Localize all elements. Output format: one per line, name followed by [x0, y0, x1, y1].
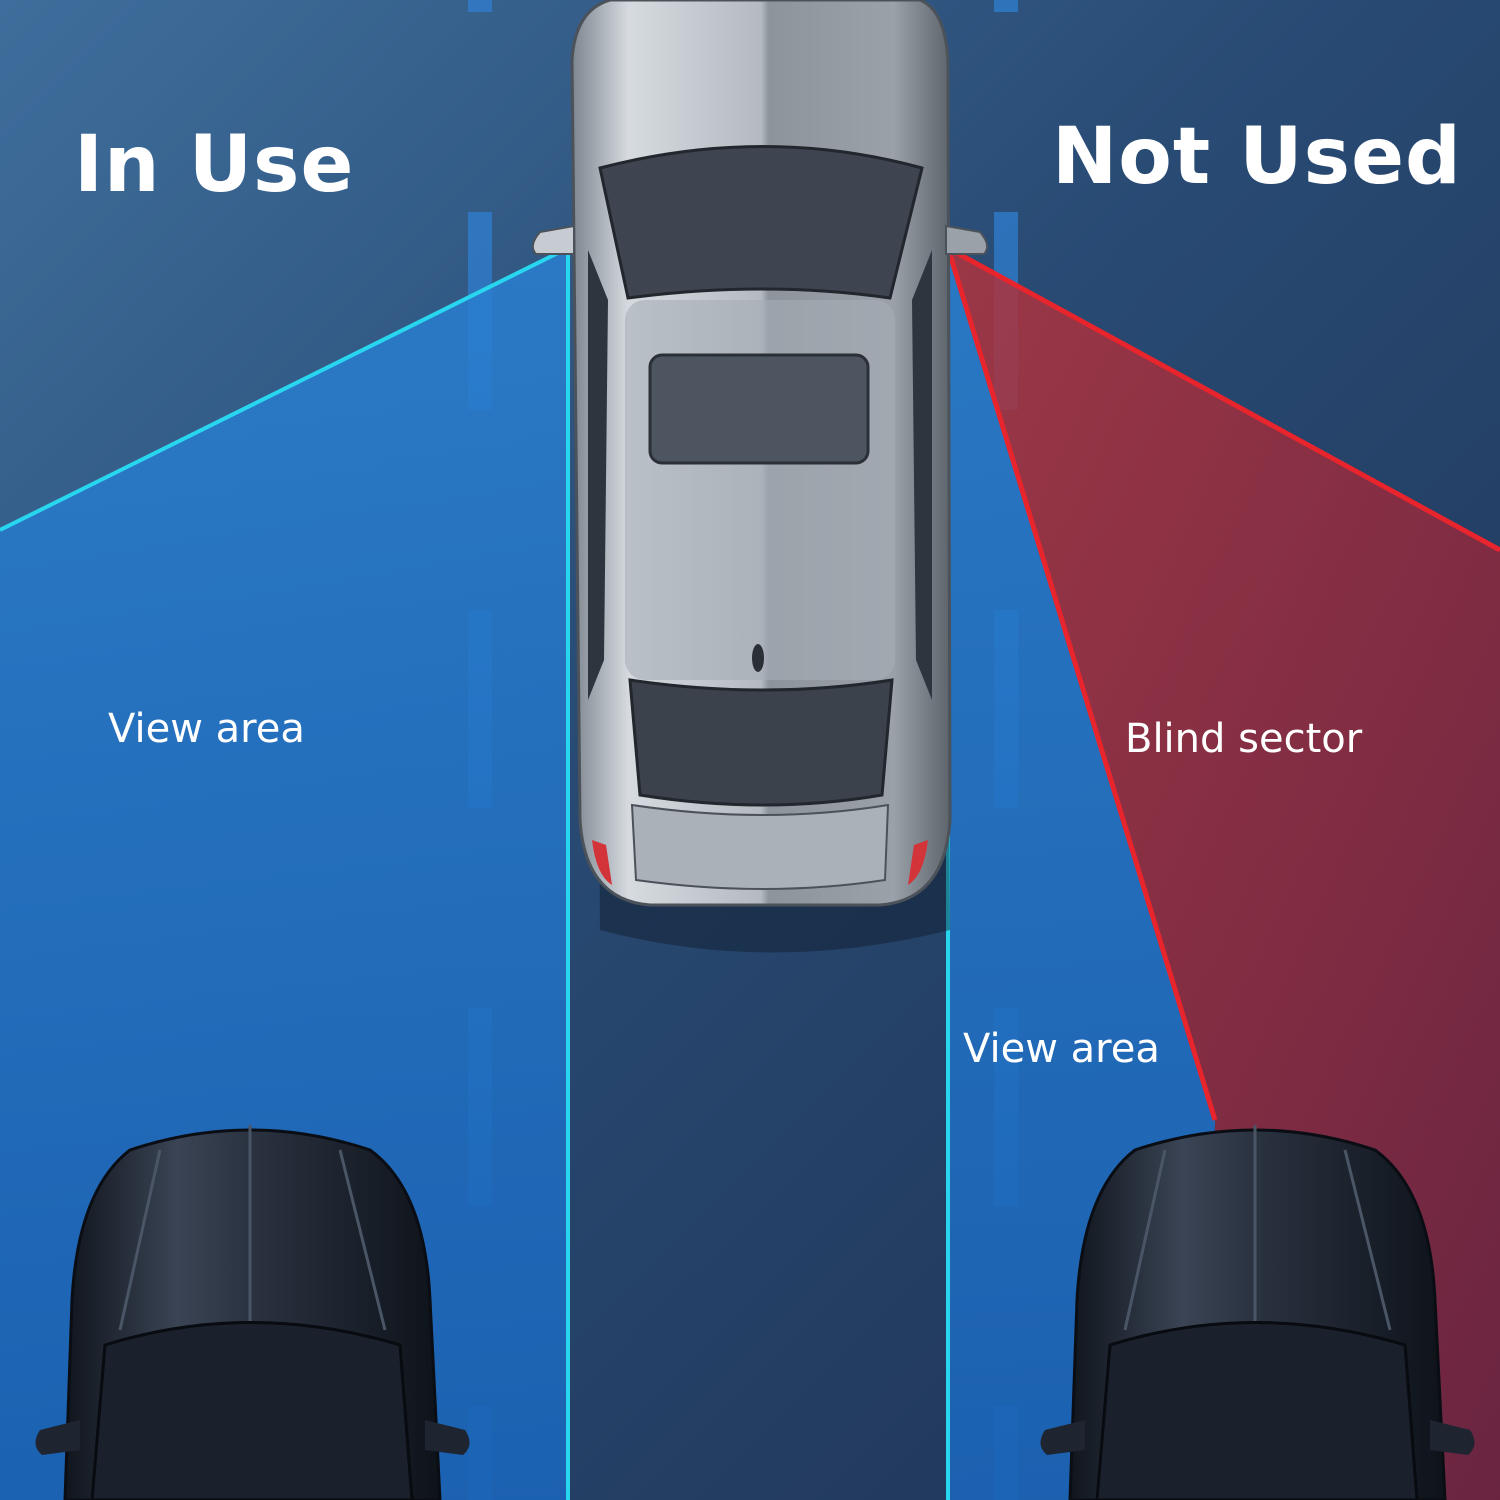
rear-car-left-windshield: [90, 1321, 414, 1500]
main-car-rear-window: [628, 678, 894, 807]
blind-line-lower: [945, 247, 1218, 1121]
rear-car-left-hood-crease: [118, 1125, 387, 1331]
rear-car-right-mirror-right: [1430, 1420, 1475, 1455]
view-area-right-label: View area: [963, 1026, 1160, 1072]
main-car-antenna: [752, 644, 764, 672]
blind-sector-label: Blind sector: [1125, 716, 1363, 762]
main-car-mirror-right: [945, 224, 989, 255]
in-use-title: In Use: [74, 120, 355, 210]
view-line-left-outer: [0, 246, 569, 532]
rear-car-right-hood-crease: [1123, 1125, 1392, 1331]
main-car-trunk: [630, 803, 890, 890]
main-car-mirror-left: [531, 224, 575, 255]
rear-car-right-windshield: [1095, 1321, 1419, 1500]
lane-dash: [468, 0, 492, 12]
main-car-windshield: [598, 145, 924, 300]
not-used-title: Not Used: [1052, 112, 1462, 202]
main-car: [531, 0, 989, 953]
view-area-left-label: View area: [108, 706, 305, 752]
rear-car-right: [1040, 1125, 1475, 1500]
rear-car-right-mirror-left: [1040, 1420, 1085, 1455]
blind-line-upper: [946, 245, 1500, 553]
lane-dash: [994, 0, 1018, 12]
rear-car-left-mirror-right: [425, 1420, 470, 1455]
main-car-taillight-left: [592, 840, 612, 885]
main-car-side-window-right: [912, 250, 932, 700]
main-car-taillight-right: [908, 840, 928, 885]
rear-car-left: [35, 1125, 470, 1500]
main-car-side-window-left: [588, 250, 608, 700]
main-car-sunroof: [648, 353, 870, 465]
rear-car-left-mirror-left: [35, 1420, 80, 1455]
